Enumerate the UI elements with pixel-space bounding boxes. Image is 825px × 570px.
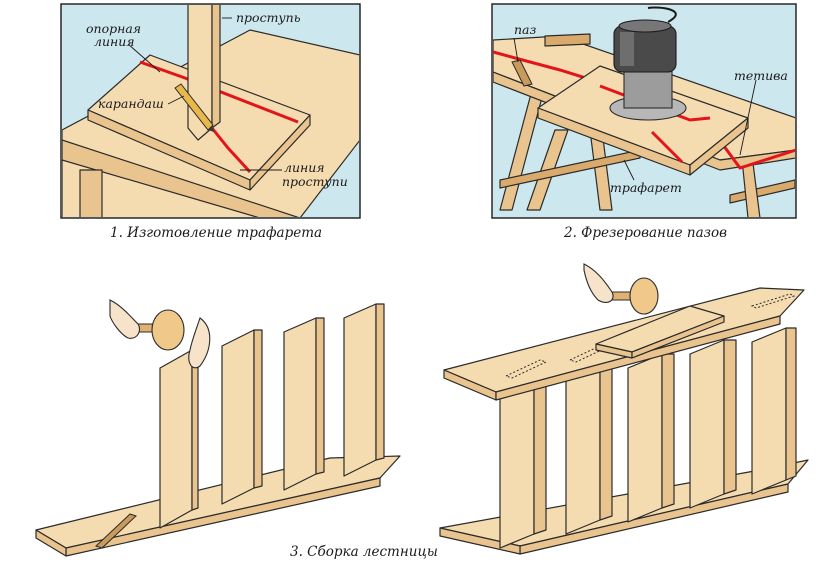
tread-board-side xyxy=(253,329,263,489)
template-board-side xyxy=(249,114,311,191)
leader-groove xyxy=(513,37,519,63)
label-riser: проступь xyxy=(236,10,301,25)
bottom-stringer-end xyxy=(35,529,67,557)
tread-board xyxy=(159,349,193,529)
label-ref-line-2: линия xyxy=(94,34,135,49)
label-riser-line-1: линия xyxy=(284,160,325,175)
leader-pencil xyxy=(167,95,185,105)
workbench-leg xyxy=(79,169,103,217)
label-ref-line-1: опорная xyxy=(86,21,141,36)
template-marking xyxy=(650,130,684,164)
assembly-left: 3. Сборка лестницы xyxy=(35,299,438,560)
mallet-icon xyxy=(135,309,185,351)
sawhorse-brace xyxy=(499,149,641,189)
riser-line xyxy=(210,127,252,174)
leader-template xyxy=(623,159,635,181)
tread-board xyxy=(627,353,663,523)
panel-groove-routing: паз тетива трафарет 2. Фрезерование пазо… xyxy=(491,3,797,241)
groove-slot xyxy=(95,513,137,549)
tread-board-side xyxy=(785,327,797,481)
label-pencil: карандаш xyxy=(98,96,164,111)
tread-board-side xyxy=(599,365,613,521)
caption-panel-1: 1. Изготовление трафарета xyxy=(110,225,322,241)
tread-board-side xyxy=(375,303,385,461)
groove-outline xyxy=(504,293,796,379)
loose-board-front xyxy=(631,315,725,359)
label-template: трафарет xyxy=(610,180,682,195)
label-stringer: тетива xyxy=(734,68,788,83)
tread-board xyxy=(283,317,317,491)
assembly-right xyxy=(439,263,809,555)
hand-icon xyxy=(109,299,211,369)
tread-board-side xyxy=(661,353,675,509)
router-icon xyxy=(609,6,687,121)
tread-board-side xyxy=(211,5,221,129)
tread-board xyxy=(689,339,725,509)
tread-board-side xyxy=(533,377,547,535)
tread-board xyxy=(221,329,255,505)
leader-stringer xyxy=(739,79,757,156)
tread-board xyxy=(751,327,787,495)
leader-ref-line xyxy=(127,43,161,73)
tread-board-side xyxy=(191,349,199,511)
tread-board xyxy=(343,303,377,477)
stringer-marking xyxy=(716,137,795,170)
pencil-icon xyxy=(174,83,214,132)
top-stringer-edge xyxy=(495,315,781,401)
template-board-side xyxy=(689,117,749,176)
workbench-edge xyxy=(62,139,299,217)
panel-template-making: проступь опорная линия карандаш линия пр… xyxy=(60,3,361,241)
sawhorse-top xyxy=(544,33,591,47)
tread-board xyxy=(499,377,535,549)
mallet-icon xyxy=(611,277,659,315)
hand-icon xyxy=(583,263,614,303)
caption-panel-2: 2. Фрезерование пазов xyxy=(563,225,727,241)
tread-board xyxy=(565,365,601,535)
tread-board-side xyxy=(723,339,737,495)
label-riser-line-2: проступи xyxy=(282,174,348,189)
caption-panel-3: 3. Сборка лестницы xyxy=(290,544,438,560)
tread-board-side xyxy=(315,317,325,475)
label-groove: паз xyxy=(514,22,537,37)
